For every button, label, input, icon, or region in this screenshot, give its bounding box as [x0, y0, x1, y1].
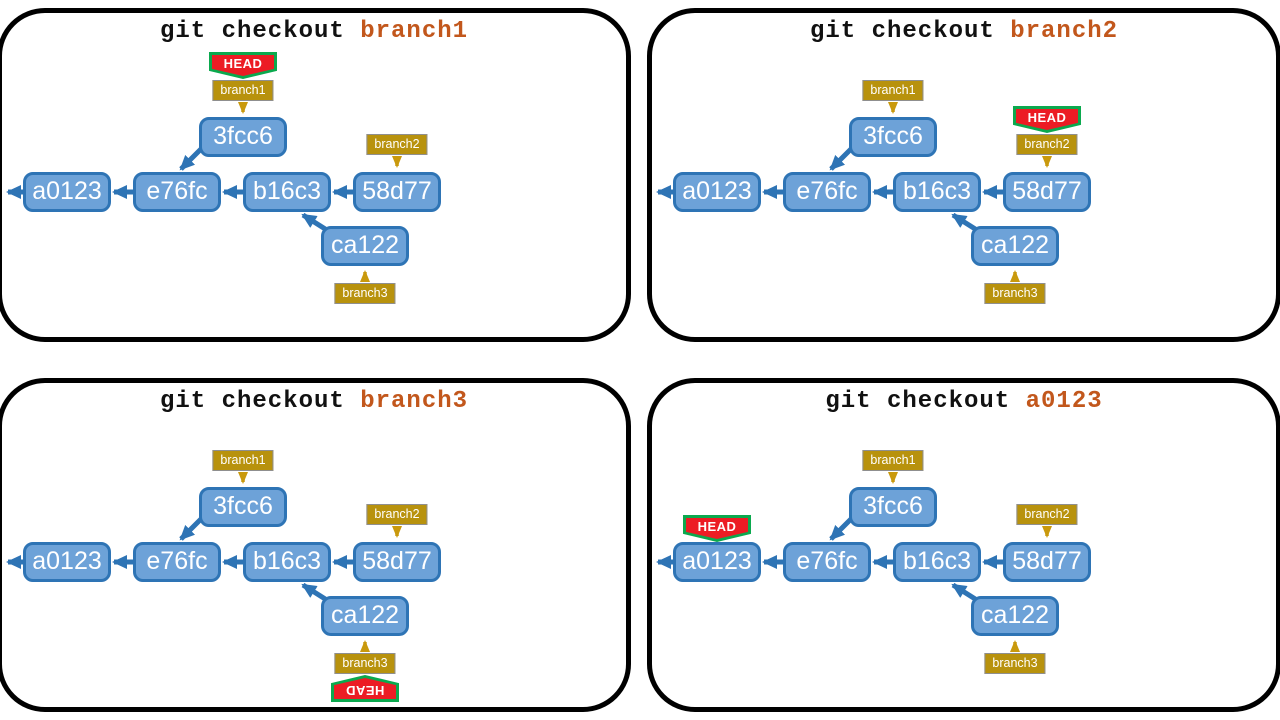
- branch-tag-branch3: branch3: [984, 653, 1046, 674]
- commit-node-3fcc6: 3fcc6: [849, 487, 937, 527]
- commit-node-a0123: a0123: [673, 542, 761, 582]
- branch-tag-branch3: branch3: [334, 283, 396, 304]
- commit-node-58d77: 58d77: [353, 542, 441, 582]
- panel-checkout-branch3: git checkout branch3 a0123 e76fc b16c3 5…: [0, 378, 631, 712]
- commit-node-e76fc: e76fc: [783, 172, 871, 212]
- head-label: HEAD: [223, 56, 263, 71]
- commit-node-ca122: ca122: [971, 226, 1059, 266]
- title-command: git checkout: [809, 18, 1011, 45]
- panel-checkout-branch2: git checkout branch2 a0123 e76fc b16c3 5…: [647, 8, 1280, 342]
- panel-title: git checkout branch3: [2, 387, 626, 417]
- branch-tag-branch1: branch1: [862, 80, 924, 101]
- branch-tag-branch2: branch2: [1016, 504, 1078, 525]
- branch-tag-branch2: branch2: [1016, 134, 1078, 155]
- branch-tag-branch2: branch2: [366, 134, 428, 155]
- head-label: HEAD: [345, 683, 385, 698]
- title-argument: branch1: [360, 18, 469, 45]
- commit-node-b16c3: b16c3: [893, 172, 981, 212]
- commit-node-b16c3: b16c3: [243, 542, 331, 582]
- title-command: git checkout: [159, 18, 361, 45]
- commit-node-3fcc6: 3fcc6: [849, 117, 937, 157]
- commit-node-58d77: 58d77: [1003, 542, 1091, 582]
- title-argument: a0123: [1025, 388, 1103, 415]
- head-banner-inner: HEAD: [686, 518, 748, 539]
- title-argument: branch3: [360, 388, 469, 415]
- commit-node-e76fc: e76fc: [133, 172, 221, 212]
- head-label: HEAD: [1027, 110, 1067, 125]
- head-label: HEAD: [697, 519, 737, 534]
- commit-node-a0123: a0123: [23, 172, 111, 212]
- commit-node-e76fc: e76fc: [133, 542, 221, 582]
- title-argument: branch2: [1010, 18, 1119, 45]
- commit-node-3fcc6: 3fcc6: [199, 117, 287, 157]
- commit-node-58d77: 58d77: [353, 172, 441, 212]
- branch-tag-branch1: branch1: [862, 450, 924, 471]
- commit-node-b16c3: b16c3: [243, 172, 331, 212]
- commit-node-a0123: a0123: [23, 542, 111, 582]
- branch-tag-branch1: branch1: [212, 80, 274, 101]
- head-banner: HEAD: [209, 52, 277, 79]
- commit-node-e76fc: e76fc: [783, 542, 871, 582]
- branch-tag-branch1: branch1: [212, 450, 274, 471]
- panel-title: git checkout a0123: [652, 387, 1276, 417]
- title-command: git checkout: [159, 388, 361, 415]
- commit-node-ca122: ca122: [321, 226, 409, 266]
- panel-checkout-a0123: git checkout a0123 a0123 e76fc b16c3 58d…: [647, 378, 1280, 712]
- panel-title: git checkout branch2: [652, 17, 1276, 47]
- commit-node-3fcc6: 3fcc6: [199, 487, 287, 527]
- commit-node-ca122: ca122: [971, 596, 1059, 636]
- head-banner-inner: HEAD: [1016, 109, 1078, 130]
- branch-tag-branch2: branch2: [366, 504, 428, 525]
- branch-tag-branch3: branch3: [984, 283, 1046, 304]
- commit-node-ca122: ca122: [321, 596, 409, 636]
- commit-node-58d77: 58d77: [1003, 172, 1091, 212]
- panel-checkout-branch1: git checkout branch1 a0123 e76fc b16c3 5…: [0, 8, 631, 342]
- title-command: git checkout: [825, 388, 1026, 415]
- head-banner-inner: HEAD: [212, 55, 274, 76]
- commit-node-b16c3: b16c3: [893, 542, 981, 582]
- commit-node-a0123: a0123: [673, 172, 761, 212]
- branch-tag-branch3: branch3: [334, 653, 396, 674]
- head-banner-inner: HEAD: [334, 678, 396, 699]
- panel-title: git checkout branch1: [2, 17, 626, 47]
